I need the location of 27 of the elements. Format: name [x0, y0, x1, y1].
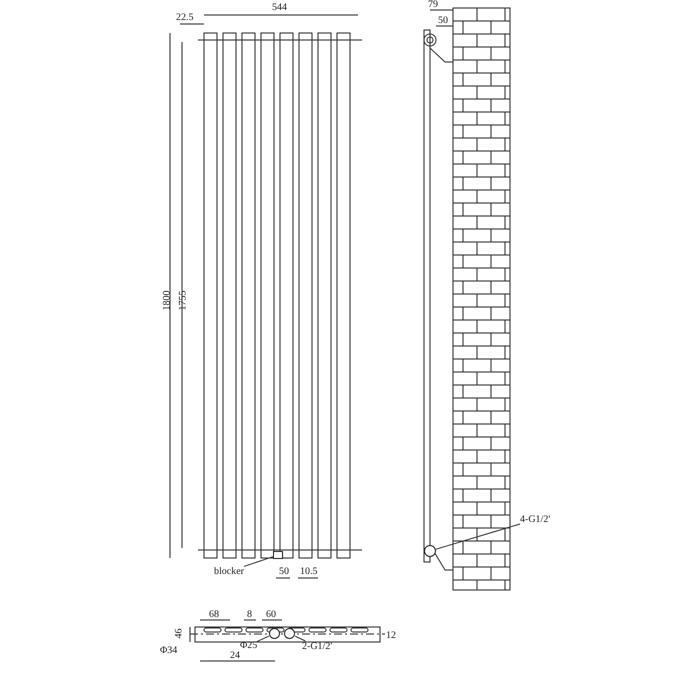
dimension-label: 1800 — [162, 290, 172, 310]
dimension-label: 24 — [230, 650, 240, 661]
dimension-label: 46 — [174, 628, 184, 638]
blocker-part — [273, 551, 283, 559]
callout-label: Φ25 — [240, 640, 258, 651]
callout-label: blocker — [214, 566, 244, 577]
dimension-label: 1755 — [178, 290, 188, 310]
dimension-label: 544 — [272, 2, 287, 13]
dimension-label: 60 — [266, 609, 276, 620]
leader-line — [256, 636, 270, 642]
pipe-connection — [424, 545, 436, 557]
pipe-connection — [284, 628, 295, 639]
pipe-connection — [269, 628, 280, 639]
leader-line — [244, 556, 274, 567]
dimension-label: 22.5 — [176, 12, 194, 23]
dimension-label: 50 — [438, 15, 448, 26]
dimension-label: Φ34 — [160, 645, 178, 656]
leader-line — [436, 524, 520, 550]
dimension-label: 68 — [209, 609, 219, 620]
leader-line — [294, 636, 306, 642]
dimension-label: 10.5 — [300, 566, 318, 577]
dimension-label: 79 — [428, 0, 438, 10]
dimension-label: 8 — [247, 609, 252, 620]
callout-label: 4-G1/2' — [520, 514, 550, 525]
dimension-label: 50 — [279, 566, 289, 577]
dimension-label: 12 — [386, 630, 396, 641]
callout-label: 2-G1/2' — [302, 641, 332, 652]
